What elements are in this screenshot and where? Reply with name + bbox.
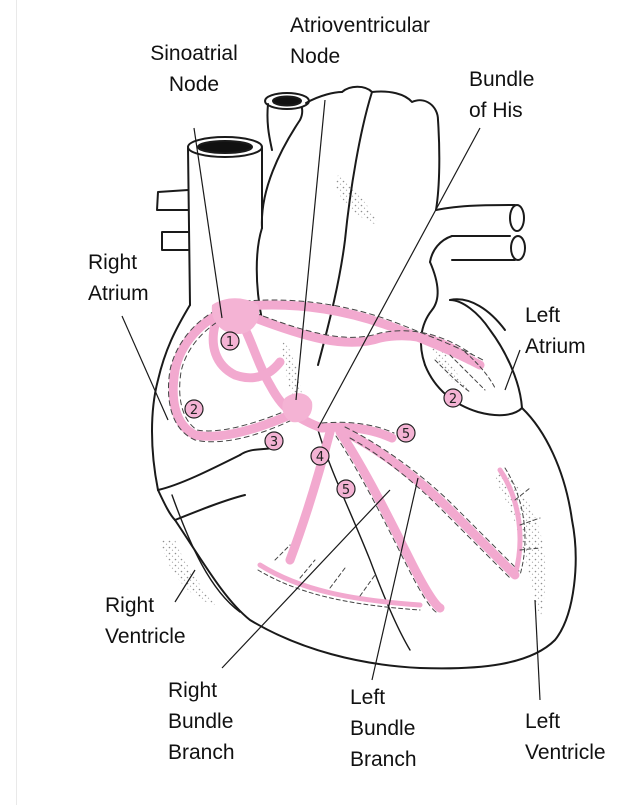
marker-3-av-node: 3 <box>265 432 283 450</box>
label-atrioventricular-node: Atrioventricular Node <box>290 10 430 72</box>
label-line: Left <box>350 682 417 713</box>
svg-text:5: 5 <box>402 427 410 442</box>
marker-4-bundle: 4 <box>311 447 329 465</box>
label-line: Right <box>88 247 149 278</box>
label-left-bundle-branch: Left Bundle Branch <box>350 682 417 775</box>
label-right-bundle-branch: Right Bundle Branch <box>168 675 235 768</box>
label-line: Left <box>525 300 586 331</box>
label-line: Bundle <box>168 706 235 737</box>
label-line: Branch <box>350 744 417 775</box>
heart-outline <box>152 87 576 669</box>
svg-text:4: 4 <box>316 450 324 465</box>
leader-bundle-his <box>318 128 480 428</box>
label-line: of His <box>469 95 534 126</box>
label-line: Left <box>525 706 606 737</box>
label-left-atrium: Left Atrium <box>525 300 586 362</box>
marker-5-right-branch: 5 <box>337 480 355 498</box>
marker-2-left-atrial: 2 <box>444 389 462 407</box>
label-line: Bundle <box>469 64 534 95</box>
numbered-markers: 1 2 2 3 4 5 5 <box>185 332 462 498</box>
label-right-ventricle: Right Ventricle <box>105 590 186 652</box>
label-line: Atrium <box>88 278 149 309</box>
label-line: Sinoatrial <box>138 38 250 69</box>
label-left-ventricle: Left Ventricle <box>525 706 606 768</box>
svg-text:5: 5 <box>342 483 350 498</box>
label-line: Ventricle <box>105 621 186 652</box>
marker-2-right-atrial: 2 <box>185 400 203 418</box>
marker-1-sa-node: 1 <box>221 332 239 350</box>
svg-text:3: 3 <box>270 435 278 450</box>
label-line: Right <box>168 675 235 706</box>
label-line: Node <box>290 41 430 72</box>
marker-5-left-branch: 5 <box>397 424 415 442</box>
sa-node-shape <box>212 298 259 334</box>
svg-text:2: 2 <box>449 392 457 407</box>
label-line: Atrioventricular <box>290 10 430 41</box>
svg-text:2: 2 <box>190 403 198 418</box>
label-line: Atrium <box>525 331 586 362</box>
label-line: Right <box>105 590 186 621</box>
label-line: Node <box>138 69 250 100</box>
label-line: Bundle <box>350 713 417 744</box>
label-sinoatrial-node: Sinoatrial Node <box>138 38 250 100</box>
label-line: Branch <box>168 737 235 768</box>
label-bundle-of-his: Bundle of His <box>469 64 534 126</box>
label-right-atrium: Right Atrium <box>88 247 149 309</box>
svg-text:1: 1 <box>226 335 234 350</box>
svc-left-wall <box>188 148 190 305</box>
label-line: Ventricle <box>525 737 606 768</box>
